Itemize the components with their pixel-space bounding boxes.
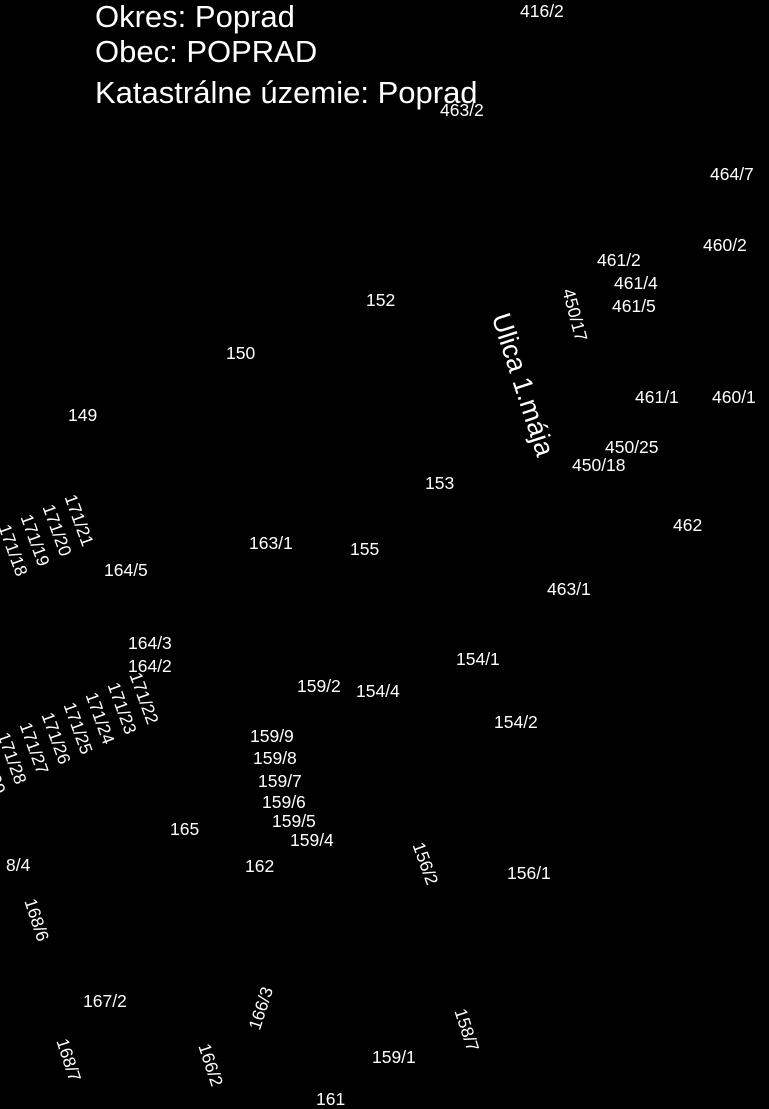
parcel-label: 161 xyxy=(316,1089,346,1109)
parcel-label: 154/4 xyxy=(356,681,400,701)
parcel-label: 8/4 xyxy=(6,855,31,875)
street-name-label: Ulica 1.mája xyxy=(485,309,561,460)
parcel-label: 150 xyxy=(226,343,256,363)
parcel-label: 164/3 xyxy=(128,633,172,653)
parcel-label: 163/1 xyxy=(249,533,293,553)
parcel-label: 167/2 xyxy=(83,991,127,1011)
parcel-label: 159/1 xyxy=(372,1047,416,1067)
parcel-label: 461/5 xyxy=(612,296,656,316)
parcel-label: 416/2 xyxy=(520,1,564,21)
parcel-label: 156/2 xyxy=(408,839,443,888)
parcel-label: 153 xyxy=(425,473,455,493)
parcel-label: 159/5 xyxy=(272,811,316,831)
parcel-label: 159/4 xyxy=(290,830,334,850)
parcel-label: 164/5 xyxy=(104,560,148,580)
parcel-label: 158/7 xyxy=(450,1005,484,1054)
district-label: Okres: Poprad xyxy=(95,0,295,34)
parcel-label: 463/1 xyxy=(547,579,591,599)
parcel-label: 159/7 xyxy=(258,771,302,791)
parcel-label: 460/1 xyxy=(712,387,756,407)
parcel-label: 450/18 xyxy=(572,455,626,475)
parcel-label: 154/2 xyxy=(494,712,538,732)
parcel-label: 166/2 xyxy=(194,1040,228,1089)
parcel-label: 159/2 xyxy=(297,676,341,696)
parcel-label: 166/3 xyxy=(244,984,278,1033)
parcel-label: 461/1 xyxy=(635,387,679,407)
parcel-label: 149 xyxy=(68,405,98,425)
parcel-label: 164/2 xyxy=(128,656,172,676)
parcel-label: 460/2 xyxy=(703,235,747,255)
parcel-label: 450/17 xyxy=(558,286,592,344)
municipality-label: Obec: POPRAD xyxy=(95,34,318,69)
parcel-label: 159/8 xyxy=(253,748,297,768)
parcel-label: 155 xyxy=(350,539,380,559)
parcel-label: 152 xyxy=(366,290,396,310)
parcel-label: 461/2 xyxy=(597,250,641,270)
parcel-label: 450/25 xyxy=(605,437,659,457)
parcel-label: 461/4 xyxy=(614,273,658,293)
parcel-label: 463/2 xyxy=(440,100,484,120)
parcel-label: 159/6 xyxy=(262,792,306,812)
cadastral-area-label: Katastrálne územie: Poprad xyxy=(95,75,478,110)
parcel-label: 168/7 xyxy=(52,1035,86,1084)
parcel-label: 162 xyxy=(245,856,275,876)
parcel-label: 154/1 xyxy=(456,649,500,669)
parcel-label: 159/9 xyxy=(250,726,294,746)
parcel-label: 462 xyxy=(673,515,703,535)
parcel-label: 165 xyxy=(170,819,200,839)
parcel-label: 156/1 xyxy=(507,863,551,883)
parcel-label: 464/7 xyxy=(710,164,754,184)
parcel-label: 168/6 xyxy=(20,895,54,944)
